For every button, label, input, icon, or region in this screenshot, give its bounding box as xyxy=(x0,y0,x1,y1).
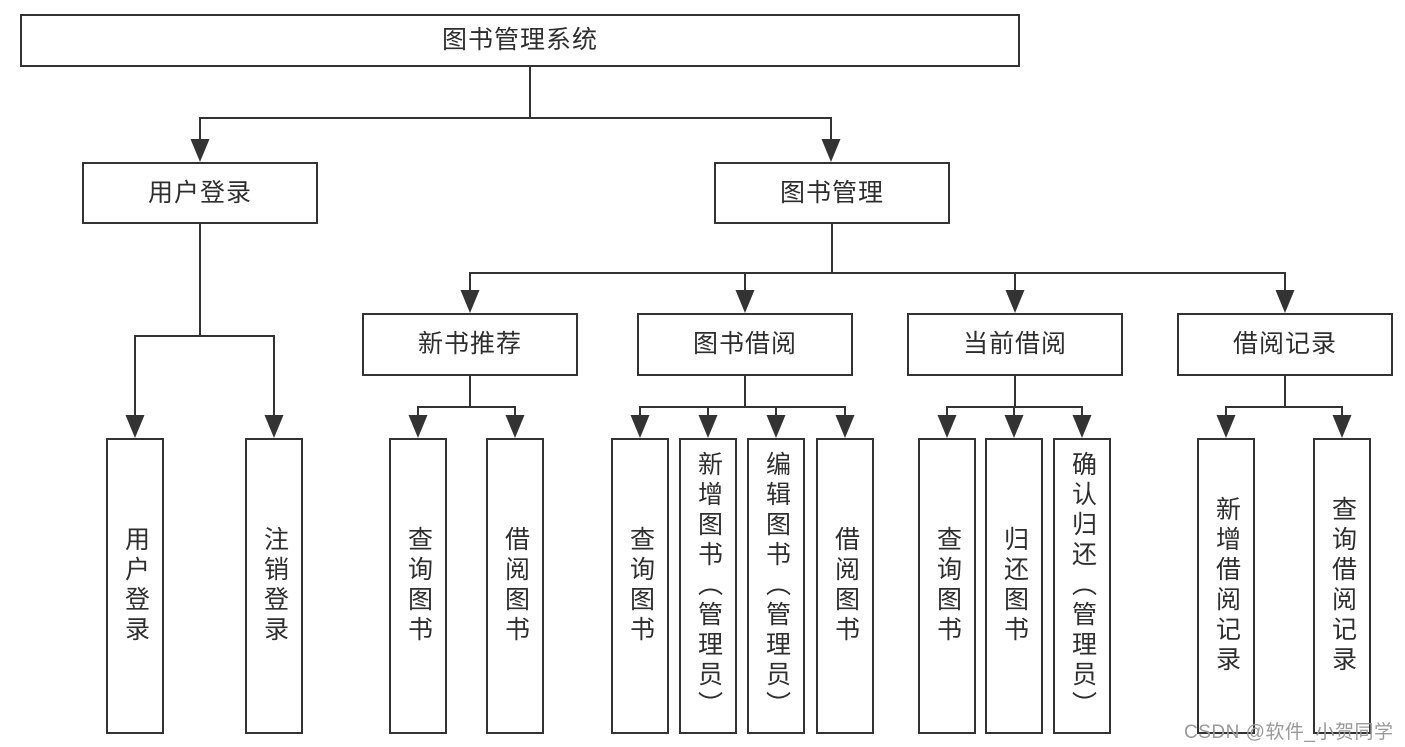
leaf-confirm-return-admin-label: 确认归还（管理员） xyxy=(1068,451,1097,721)
node-book-borrow-label: 图书借阅 xyxy=(692,330,797,358)
leaf-return-books: 归还图书 xyxy=(985,438,1043,734)
node-borrow-records: 借阅记录 xyxy=(1177,313,1393,376)
node-library-system-label: 图书管理系统 xyxy=(441,26,598,54)
leaf-query-borrow-record: 查询借阅记录 xyxy=(1313,438,1371,734)
leaf-query-borrow-record-label: 查询借阅记录 xyxy=(1328,496,1357,676)
leaf-user-login: 用户登录 xyxy=(106,438,164,734)
leaf-newbook-borrow-books-label: 借阅图书 xyxy=(501,526,530,646)
connector-paths xyxy=(134,67,1343,416)
arrowheads xyxy=(125,139,1352,438)
leaf-borrow-query-books-label: 查询图书 xyxy=(626,526,655,646)
leaf-current-query-books-label: 查询图书 xyxy=(933,526,962,646)
watermark: CSDN @软件_小贺同学 xyxy=(1184,722,1394,743)
leaf-user-login-label: 用户登录 xyxy=(121,526,150,646)
node-library-system: 图书管理系统 xyxy=(20,14,1020,67)
node-new-book-recommend-label: 新书推荐 xyxy=(417,330,522,358)
leaf-confirm-return-admin: 确认归还（管理员） xyxy=(1053,438,1111,734)
node-current-borrow-label: 当前借阅 xyxy=(962,330,1067,358)
leaf-return-books-label: 归还图书 xyxy=(1000,526,1029,646)
leaf-add-books-admin-label: 新增图书（管理员） xyxy=(694,451,723,721)
leaf-edit-books-admin: 编辑图书（管理员） xyxy=(747,438,805,734)
node-book-borrow: 图书借阅 xyxy=(637,313,853,376)
leaf-newbook-query-books-label: 查询图书 xyxy=(404,526,433,646)
leaf-current-query-books: 查询图书 xyxy=(918,438,976,734)
leaf-add-borrow-record-label: 新增借阅记录 xyxy=(1212,496,1241,676)
leaf-logout: 注销登录 xyxy=(245,438,303,734)
leaf-edit-books-admin-label: 编辑图书（管理员） xyxy=(762,451,791,721)
leaf-newbook-borrow-books: 借阅图书 xyxy=(486,438,544,734)
node-new-book-recommend: 新书推荐 xyxy=(362,313,578,376)
leaf-borrow-books-label: 借阅图书 xyxy=(831,526,860,646)
node-book-management: 图书管理 xyxy=(714,162,950,224)
leaf-add-books-admin: 新增图书（管理员） xyxy=(679,438,737,734)
node-current-borrow: 当前借阅 xyxy=(907,313,1123,376)
leaf-newbook-query-books: 查询图书 xyxy=(389,438,447,734)
node-book-management-label: 图书管理 xyxy=(779,178,884,207)
leaf-add-borrow-record: 新增借阅记录 xyxy=(1197,438,1255,734)
leaf-logout-label: 注销登录 xyxy=(260,526,289,646)
node-user-login-label: 用户登录 xyxy=(147,178,252,207)
leaf-borrow-books: 借阅图书 xyxy=(816,438,874,734)
node-borrow-records-label: 借阅记录 xyxy=(1232,330,1337,358)
node-user-login: 用户登录 xyxy=(82,162,318,224)
leaf-borrow-query-books: 查询图书 xyxy=(611,438,669,734)
